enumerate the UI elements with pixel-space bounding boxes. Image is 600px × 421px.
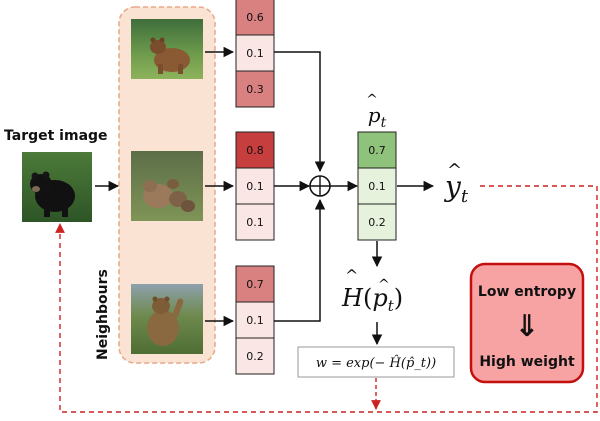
- svg-text:^: ^: [345, 266, 358, 285]
- neighbour-2-class-2-value: 0.1: [246, 180, 264, 193]
- neighbour-2-class-1-cell: [235, 131, 275, 169]
- aggregated-class-2-cell: [357, 167, 397, 205]
- target-image: [22, 152, 92, 222]
- neighbour-1-class-2-value: 0.1: [246, 47, 264, 60]
- svg-text:^: ^: [378, 277, 390, 293]
- neighbour-prob-stack-2: 0.8 0.1 0.1: [235, 131, 275, 241]
- connector-stack1-to-sum: [274, 51, 326, 173]
- neighbour-1-class-3-value: 0.3: [246, 83, 264, 96]
- aggregated-class-1-value: 0.7: [368, 144, 386, 157]
- neighbour-prob-stack-3: 0.7 0.1 0.2: [235, 265, 275, 375]
- neighbour-prob-stack-1: 0.6 0.1 0.3: [235, 0, 275, 108]
- aggregated-hat: ^: [366, 92, 378, 108]
- neighbour-3-class-3-value: 0.2: [246, 350, 264, 363]
- aggregated-prob-stack: 0.7 0.1 0.2: [357, 131, 397, 241]
- sum-icon: [309, 175, 331, 197]
- neighbour-1-class-2-cell: [235, 34, 275, 72]
- dashed-feedback-line: [55, 185, 598, 413]
- svg-text:^: ^: [447, 160, 462, 181]
- neighbour-2-class-3-cell: [235, 203, 275, 241]
- neighbour-3-class-2-value: 0.1: [246, 314, 264, 327]
- svg-text:H(pt): H(pt): [341, 284, 403, 315]
- neighbour-1-class-1-value: 0.6: [246, 11, 264, 24]
- entropy-label: H(pt) ^ ^: [341, 266, 403, 315]
- neighbour-1-class-3-cell: [235, 70, 275, 108]
- output-label: yt ^: [443, 160, 469, 207]
- weight-formula: w = exp(− Ĥ(p̂_t)): [316, 355, 436, 371]
- neighbour-1-class-1-cell: [235, 0, 275, 36]
- neighbour-3-class-1-value: 0.7: [246, 278, 264, 291]
- neighbour-2-class-1-value: 0.8: [246, 144, 264, 157]
- callout-bottom-text: High weight: [479, 354, 575, 370]
- target-image-label: Target image: [4, 128, 108, 144]
- neighbour-image-1: [131, 19, 203, 79]
- double-down-arrow-icon: ⇓: [514, 309, 539, 344]
- callout-box: [469, 262, 585, 384]
- callout-top-text: Low entropy: [478, 284, 576, 300]
- aggregated-class-1-cell: [357, 131, 397, 169]
- neighbour-image-3: [131, 284, 203, 354]
- neighbour-3-class-2-cell: [235, 301, 275, 339]
- neighbour-3-class-1-cell: [235, 265, 275, 303]
- neighbours-label: Neighbours: [95, 269, 111, 360]
- aggregated-class-3-cell: [357, 203, 397, 241]
- aggregated-class-3-value: 0.2: [368, 216, 386, 229]
- neighbour-image-2: [131, 151, 203, 221]
- neighbour-3-class-3-cell: [235, 337, 275, 375]
- weight-formula-box: [297, 346, 455, 378]
- neighbour-2-class-3-value: 0.1: [246, 216, 264, 229]
- connector-stack3-to-sum: [274, 198, 326, 322]
- aggregated-class-2-value: 0.1: [368, 180, 386, 193]
